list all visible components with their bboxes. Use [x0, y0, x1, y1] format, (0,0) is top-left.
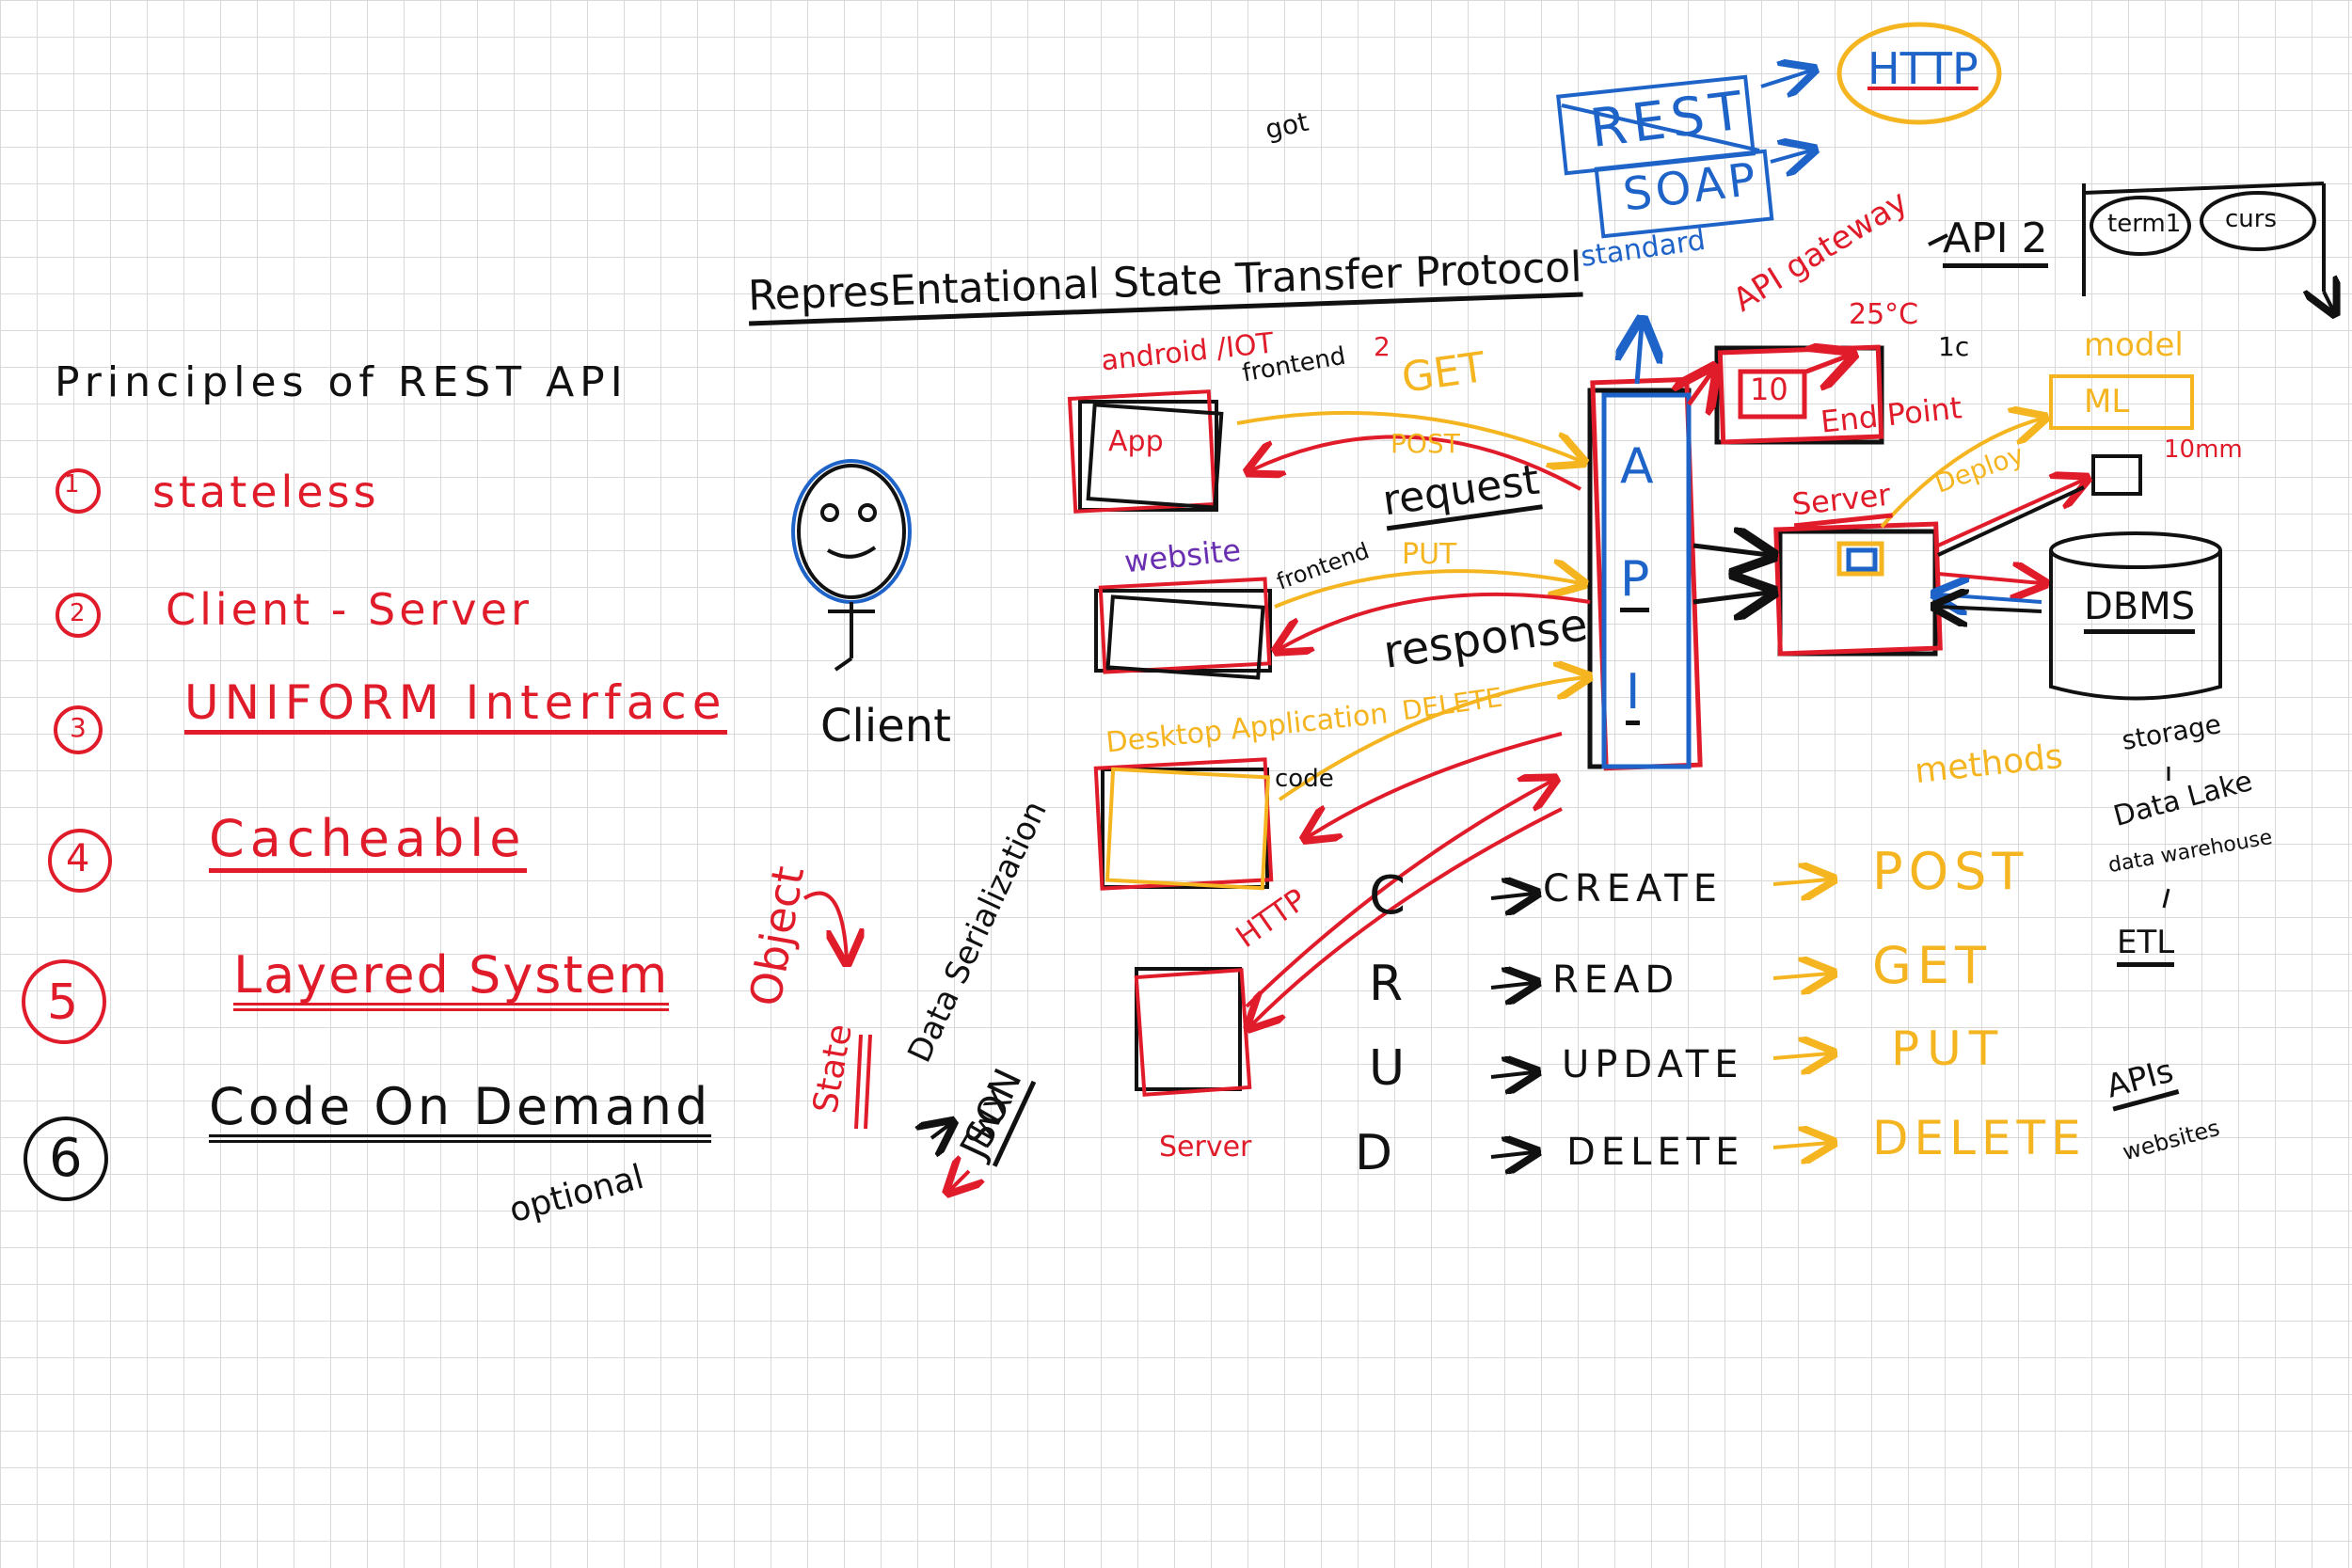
crud-letter-u: U [1369, 1040, 1406, 1097]
principle-4-label: Cacheable [209, 814, 527, 873]
api2-bracket [1928, 182, 2333, 310]
dbms-label: DBMS [2084, 588, 2196, 634]
crud-letter-c: C [1369, 865, 1406, 927]
server-box-label: Server [1159, 1131, 1252, 1164]
one-c-label: 1c [1938, 331, 1970, 362]
principle-2-label: Client - Server [166, 584, 532, 635]
dbms-cylinder [1938, 531, 2222, 701]
crud-letter-d: D [1355, 1125, 1393, 1181]
principles-heading: Principles of REST API [55, 358, 628, 406]
object-arrow [803, 891, 969, 1190]
crud-method-get: GET [1872, 936, 1992, 995]
circle-6 [24, 1117, 108, 1201]
crud-op-read: READ [1552, 958, 1680, 1002]
api-letter-i: I [1626, 668, 1641, 725]
app-box [1067, 389, 1224, 514]
principle-3-label: UNIFORM Interface [184, 679, 727, 735]
website-box [1094, 577, 1272, 680]
principle-2-number: 2 [70, 599, 86, 627]
principle-6-number: 6 [49, 1128, 83, 1189]
code-label: code [1275, 765, 1334, 793]
box10-label: 10 [1750, 372, 1788, 407]
api-letter-a: A [1620, 438, 1654, 495]
server-box [1692, 521, 1943, 657]
http-label: HTTP [1867, 43, 1979, 94]
api-letter-p: P [1620, 555, 1650, 612]
frontend-num: 2 [1374, 331, 1391, 362]
principle-number-circles [22, 468, 112, 1201]
ten-mm-label: 10mm [2164, 436, 2243, 464]
principle-3-number: 3 [70, 712, 87, 743]
crud-op-delete: DELETE [1566, 1131, 1745, 1174]
crud-method-delete: DELETE [1872, 1111, 2087, 1165]
desktop-box [1093, 757, 1274, 891]
crud-arrows [1490, 879, 1830, 1157]
crud-op-update: UPDATE [1562, 1043, 1744, 1086]
term1-label: term1 [2107, 210, 2182, 238]
circle-1 [56, 468, 101, 514]
ml-model [1880, 374, 2194, 557]
rest-soap-boxes [1556, 22, 2002, 239]
crud-letter-r: R [1369, 956, 1404, 1012]
app-label: App [1108, 425, 1164, 458]
api2-label: API 2 [1943, 218, 2048, 268]
principle-1-number: 1 [64, 470, 80, 499]
etl-label: ETL [2117, 927, 2175, 967]
client-figure [791, 459, 912, 672]
circle-5 [22, 959, 106, 1044]
circle-4 [48, 829, 112, 893]
principle-4-number: 4 [66, 837, 90, 880]
crud-op-create: CREATE [1543, 867, 1723, 911]
principle-5-number: 5 [47, 974, 79, 1031]
circle-2 [56, 593, 101, 638]
circle-3 [54, 705, 103, 754]
term2-label: curs [2225, 205, 2278, 233]
client-label: Client [820, 700, 951, 752]
principle-6-label: Code On Demand [209, 1082, 712, 1143]
storage-arrows [2162, 767, 2170, 909]
request-arrows [1236, 410, 1590, 1025]
ml-label: ML [2084, 383, 2130, 420]
principle-5-label: Layered System [233, 950, 670, 1011]
temp-box [1689, 347, 1884, 445]
get-label: GET [1398, 343, 1488, 403]
temp-label: 25°C [1849, 298, 1919, 331]
model-label: model [2084, 326, 2184, 364]
principle-1-label: stateless [152, 467, 380, 517]
put-label: PUT [1402, 538, 1457, 571]
server-client-box [1134, 967, 1252, 1097]
crud-method-put: PUT [1891, 1022, 2006, 1076]
crud-method-post: POST [1872, 842, 2029, 901]
api-column [1587, 325, 1703, 771]
post-label: POST [1391, 428, 1460, 459]
